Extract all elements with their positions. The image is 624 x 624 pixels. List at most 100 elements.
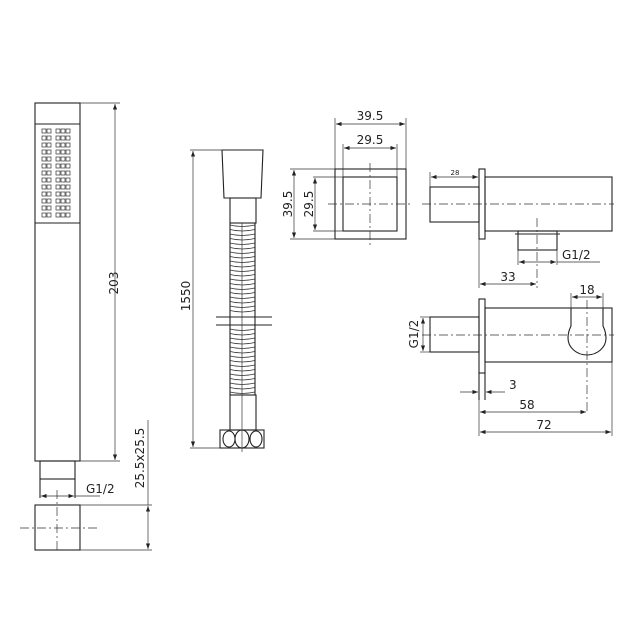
coil-ring <box>229 224 256 227</box>
dim-29-5-width-label: 29.5 <box>357 133 384 147</box>
coil-ring <box>229 346 256 349</box>
coil-ring <box>229 229 256 232</box>
spray-nozzle <box>55 170 61 176</box>
spray-nozzle <box>65 149 71 155</box>
spray-nozzle <box>41 128 47 134</box>
hose-cone-nut <box>221 149 264 199</box>
spray-nozzle <box>65 128 71 134</box>
coil-ring <box>229 351 256 354</box>
spray-nozzle <box>41 156 47 162</box>
dim-29-5-height-label: 29.5 <box>302 191 316 218</box>
spray-nozzle <box>60 184 66 190</box>
coil-ring <box>229 233 256 236</box>
coil-ring <box>229 251 256 254</box>
dim-39-5-width-label: 39.5 <box>357 109 384 123</box>
coil-ring <box>229 274 256 277</box>
spray-nozzle <box>60 212 66 218</box>
spray-nozzle <box>41 184 47 190</box>
coil-ring <box>229 373 256 376</box>
dim-18-label: 18 <box>579 283 594 297</box>
hose-coil <box>229 224 256 394</box>
coil-ring <box>229 305 256 308</box>
spray-nozzle <box>65 191 71 197</box>
coil-ring <box>229 283 256 286</box>
coil-ring <box>229 265 256 268</box>
dim-33-label: 33 <box>500 270 515 284</box>
dim-72-label: 72 <box>536 418 551 432</box>
coil-ring <box>229 391 256 394</box>
spray-nozzle <box>60 156 66 162</box>
shower-hose: 1550 <box>179 149 272 452</box>
coil-ring <box>229 355 256 358</box>
spray-nozzle <box>55 163 61 169</box>
spray-nozzle <box>65 205 71 211</box>
spray-nozzle <box>46 128 52 134</box>
coil-ring <box>229 278 256 281</box>
spray-nozzle <box>55 156 61 162</box>
spray-nozzle <box>60 135 66 141</box>
spray-nozzle <box>60 191 66 197</box>
spray-nozzle <box>65 170 71 176</box>
spray-nozzle <box>65 135 71 141</box>
spray-nozzle <box>55 142 61 148</box>
spray-nozzle <box>60 198 66 204</box>
spray-nozzle <box>60 128 66 134</box>
spray-nozzle <box>46 198 52 204</box>
spray-nozzle <box>46 212 52 218</box>
spray-nozzle <box>65 142 71 148</box>
spray-nozzle <box>65 184 71 190</box>
spray-nozzle <box>55 128 61 134</box>
spray-nozzle <box>46 170 52 176</box>
spray-nozzle <box>46 156 52 162</box>
dim-39-5-height-label: 39.5 <box>281 191 295 218</box>
coil-ring <box>229 292 256 295</box>
spray-nozzle <box>41 198 47 204</box>
spray-nozzle <box>65 156 71 162</box>
dim-g12-inlet-label: G1/2 <box>407 320 421 349</box>
spray-nozzle <box>41 212 47 218</box>
spray-nozzle <box>55 177 61 183</box>
dim-3-label: 3 <box>509 378 517 392</box>
spray-nozzle <box>60 170 66 176</box>
dim-203-label: 203 <box>107 272 121 295</box>
spray-nozzle <box>46 149 52 155</box>
coil-ring <box>229 247 256 250</box>
spray-nozzle <box>46 177 52 183</box>
spray-nozzle <box>60 163 66 169</box>
hand-shower: 203 G1/2 25.5x25.5 <box>20 102 152 552</box>
dim-58-label: 58 <box>519 398 534 412</box>
spray-nozzle <box>55 149 61 155</box>
coil-ring <box>229 342 256 345</box>
coil-ring <box>229 269 256 272</box>
spray-nozzle <box>46 184 52 190</box>
spray-nozzle <box>46 135 52 141</box>
dim-section-label: 25.5x25.5 <box>133 428 147 489</box>
hand-shower-connector <box>39 460 76 480</box>
coil-ring <box>229 369 256 372</box>
dim-28-label: 28 <box>451 169 460 177</box>
spray-nozzle <box>41 177 47 183</box>
spray-nozzle <box>55 198 61 204</box>
outlet-side-view: 28 G1/2 33 <box>422 168 614 288</box>
dim-1550-label: 1550 <box>179 281 193 312</box>
coil-ring <box>229 360 256 363</box>
spray-nozzle <box>55 191 61 197</box>
spray-nozzle <box>65 212 71 218</box>
coil-ring <box>229 387 256 390</box>
coil-ring <box>229 337 256 340</box>
spray-nozzle <box>55 184 61 190</box>
spray-nozzle <box>46 163 52 169</box>
coil-ring <box>229 364 256 367</box>
spray-nozzle <box>55 212 61 218</box>
spray-nozzle <box>41 142 47 148</box>
coil-ring <box>229 238 256 241</box>
coil-ring <box>229 256 256 259</box>
coil-ring <box>229 382 256 385</box>
coil-ring <box>229 378 256 381</box>
spray-nozzle <box>46 142 52 148</box>
spray-nozzle <box>41 205 47 211</box>
coil-ring <box>229 242 256 245</box>
spray-nozzle <box>60 149 66 155</box>
spray-nozzle <box>41 149 47 155</box>
spray-nozzle <box>41 170 47 176</box>
